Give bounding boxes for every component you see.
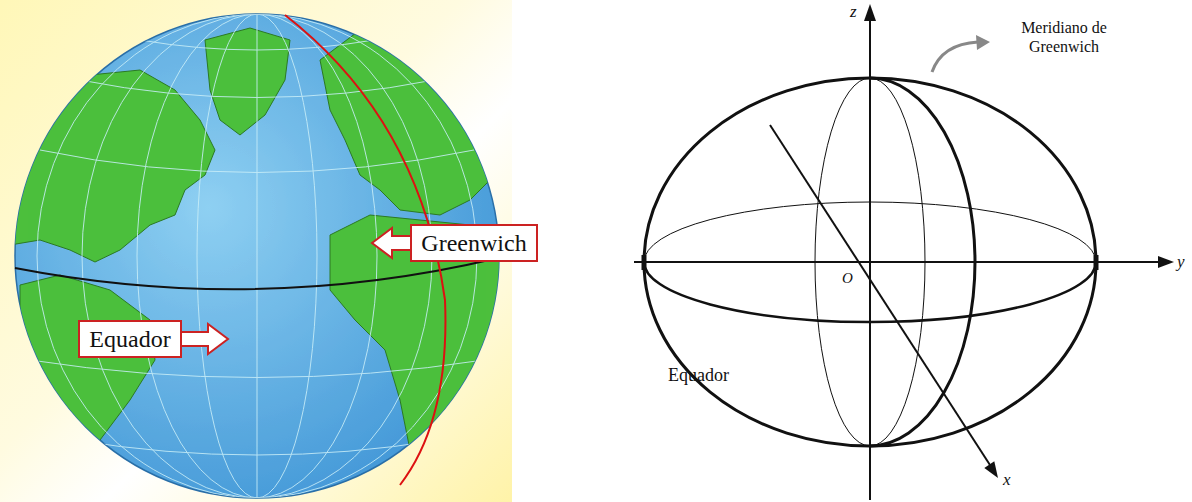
callout-box: Equador [78,320,182,358]
axis-label: Meridiano de Greenwich [1005,18,1123,56]
callout-box: Greenwich [410,224,538,262]
south-america [20,275,155,500]
arrowhead [984,461,998,478]
x-axis [770,125,990,465]
greenland [205,28,290,135]
axis-label: x [1003,470,1011,490]
continents [10,28,500,500]
sphere-diagram [634,18,1162,500]
north-america [10,70,215,262]
pointer-arrow [932,42,978,72]
callout-text: Greenwich [421,231,526,255]
callout-text: Equador [89,327,170,351]
arrowhead [864,4,876,21]
europe [320,30,500,215]
callout-arrow [180,324,228,354]
arrowhead [1158,256,1174,268]
axis-label: O [842,270,853,287]
axis-label: z [850,2,857,22]
axis-label: y [1177,252,1185,272]
y-axis [634,261,1162,263]
z-axis [869,18,871,500]
callout-arrow [372,228,412,258]
equator-line [15,258,498,289]
arrowhead [976,35,990,50]
axis-label: Equador [668,365,729,386]
